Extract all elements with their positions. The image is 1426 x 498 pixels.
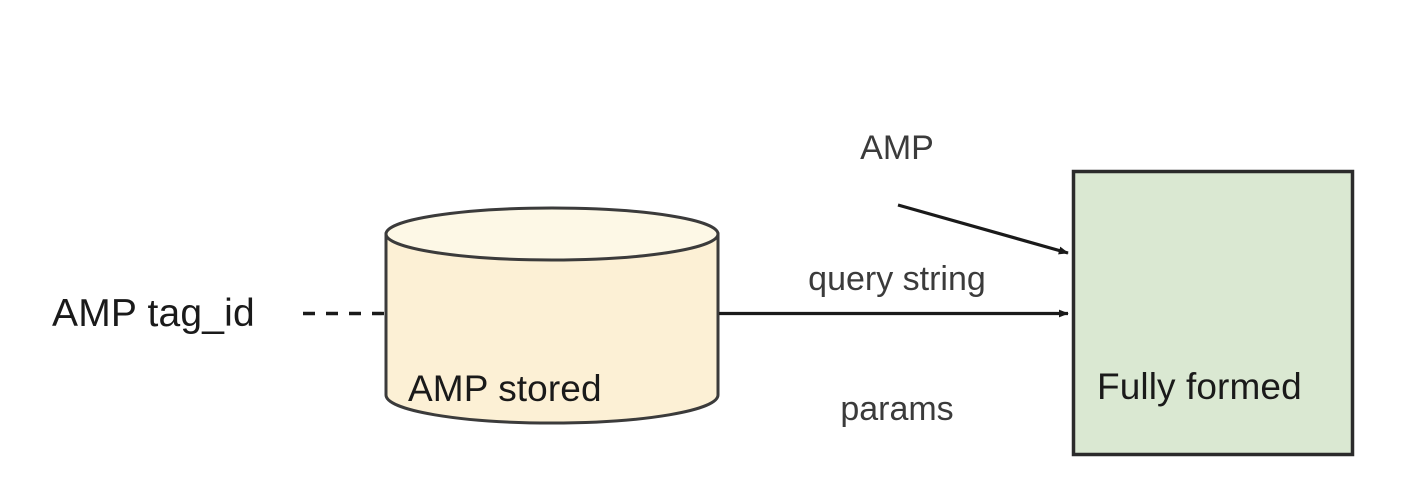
amp-tag-id-label: AMP tag_id — [52, 292, 255, 335]
ortb-box-label: Fully formed ORTB — [1097, 278, 1302, 498]
query-string-params-annotation: AMP query string params — [797, 48, 997, 498]
qs-annotation-line-1: AMP — [860, 129, 934, 168]
ortb-label-line-1: Fully formed — [1097, 366, 1302, 408]
connector-params-to-ortb — [897, 203, 1069, 255]
stored-request-cylinder-shape — [384, 206, 720, 425]
cylinder-label-line-1: AMP stored — [408, 368, 602, 410]
stored-request-cylinder-label: AMP stored request template — [408, 280, 685, 498]
qs-annotation-line-3: params — [840, 389, 954, 428]
ortb-box-shape — [1071, 169, 1355, 457]
qs-annotation-line-2: query string — [808, 259, 986, 298]
